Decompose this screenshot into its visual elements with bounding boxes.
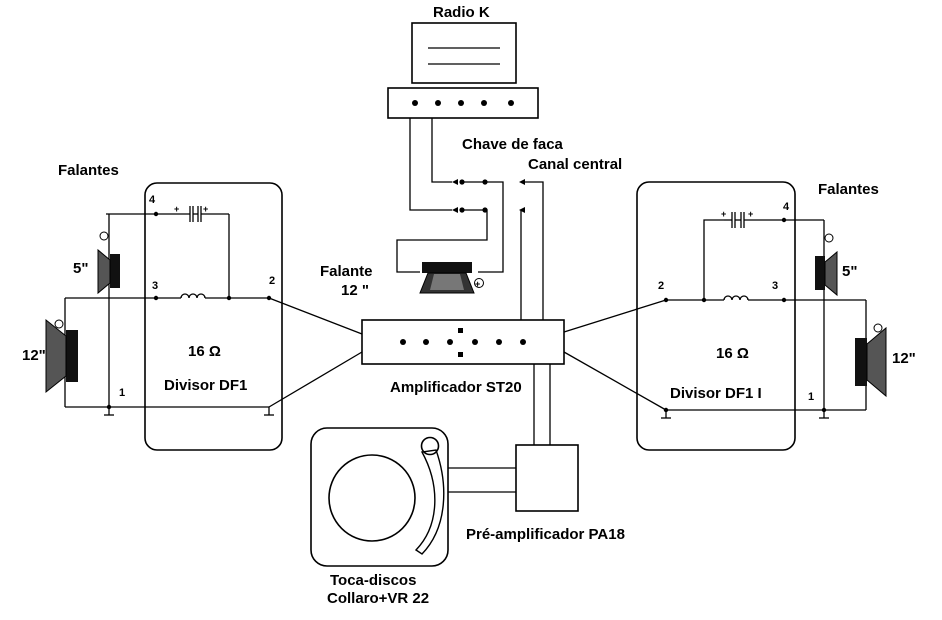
amplificador-st20: [361, 319, 565, 365]
left-term-2: 2: [269, 275, 275, 287]
svg-text:+: +: [475, 279, 480, 289]
speaker-5-left: [97, 231, 120, 295]
svg-text:+: +: [203, 204, 208, 214]
svg-text:+: +: [721, 209, 726, 219]
chave-label: Chave de faca: [462, 136, 564, 153]
size-5-right: 5": [842, 263, 857, 280]
radio-label: Radio K: [433, 4, 490, 21]
right-term-3: 3: [772, 280, 778, 292]
preamp-label: Pré-amplificador PA18: [466, 526, 625, 543]
svg-text:+: +: [748, 209, 753, 219]
chave-de-faca: [452, 179, 525, 213]
falante-center-size: 12 ": [341, 282, 369, 299]
divisor-df1-left: [144, 182, 283, 451]
divisor-left-label: Divisor DF1: [164, 377, 247, 394]
divisor-df1-right: [636, 181, 796, 451]
right-term-1: 1: [808, 391, 814, 403]
canal-label: Canal central: [528, 156, 622, 173]
right-term-4: 4: [783, 201, 790, 213]
falantes-right-label: Falantes: [818, 181, 879, 198]
pre-amplificador: [515, 444, 579, 512]
toca-discos: [310, 427, 449, 567]
left-term-1: 1: [119, 387, 125, 399]
speaker-12-right: [855, 323, 887, 398]
right-term-2: 2: [658, 280, 664, 292]
toca-label-1: Toca-discos: [330, 572, 416, 589]
toca-label-2: Collaro+VR 22: [327, 590, 429, 607]
left-term-3: 3: [152, 280, 158, 292]
size-12-right: 12": [892, 350, 916, 367]
svg-text:+: +: [174, 204, 179, 214]
size-12-left: 12": [22, 347, 46, 364]
ohm-right: 16 Ω: [716, 345, 749, 362]
left-term-4: 4: [149, 194, 156, 206]
speaker-5-right: [815, 233, 838, 297]
ohm-left: 16 Ω: [188, 343, 221, 360]
speaker-12-left: [45, 318, 78, 394]
amp-label: Amplificador ST20: [390, 379, 522, 396]
divisor-right-label: Divisor DF1 I: [670, 385, 762, 402]
falante-center-label: Falante: [320, 263, 373, 280]
falantes-left-label: Falantes: [58, 162, 119, 179]
size-5-left: 5": [73, 260, 88, 277]
radio-k: [387, 22, 539, 119]
falante-central: +: [419, 262, 484, 294]
